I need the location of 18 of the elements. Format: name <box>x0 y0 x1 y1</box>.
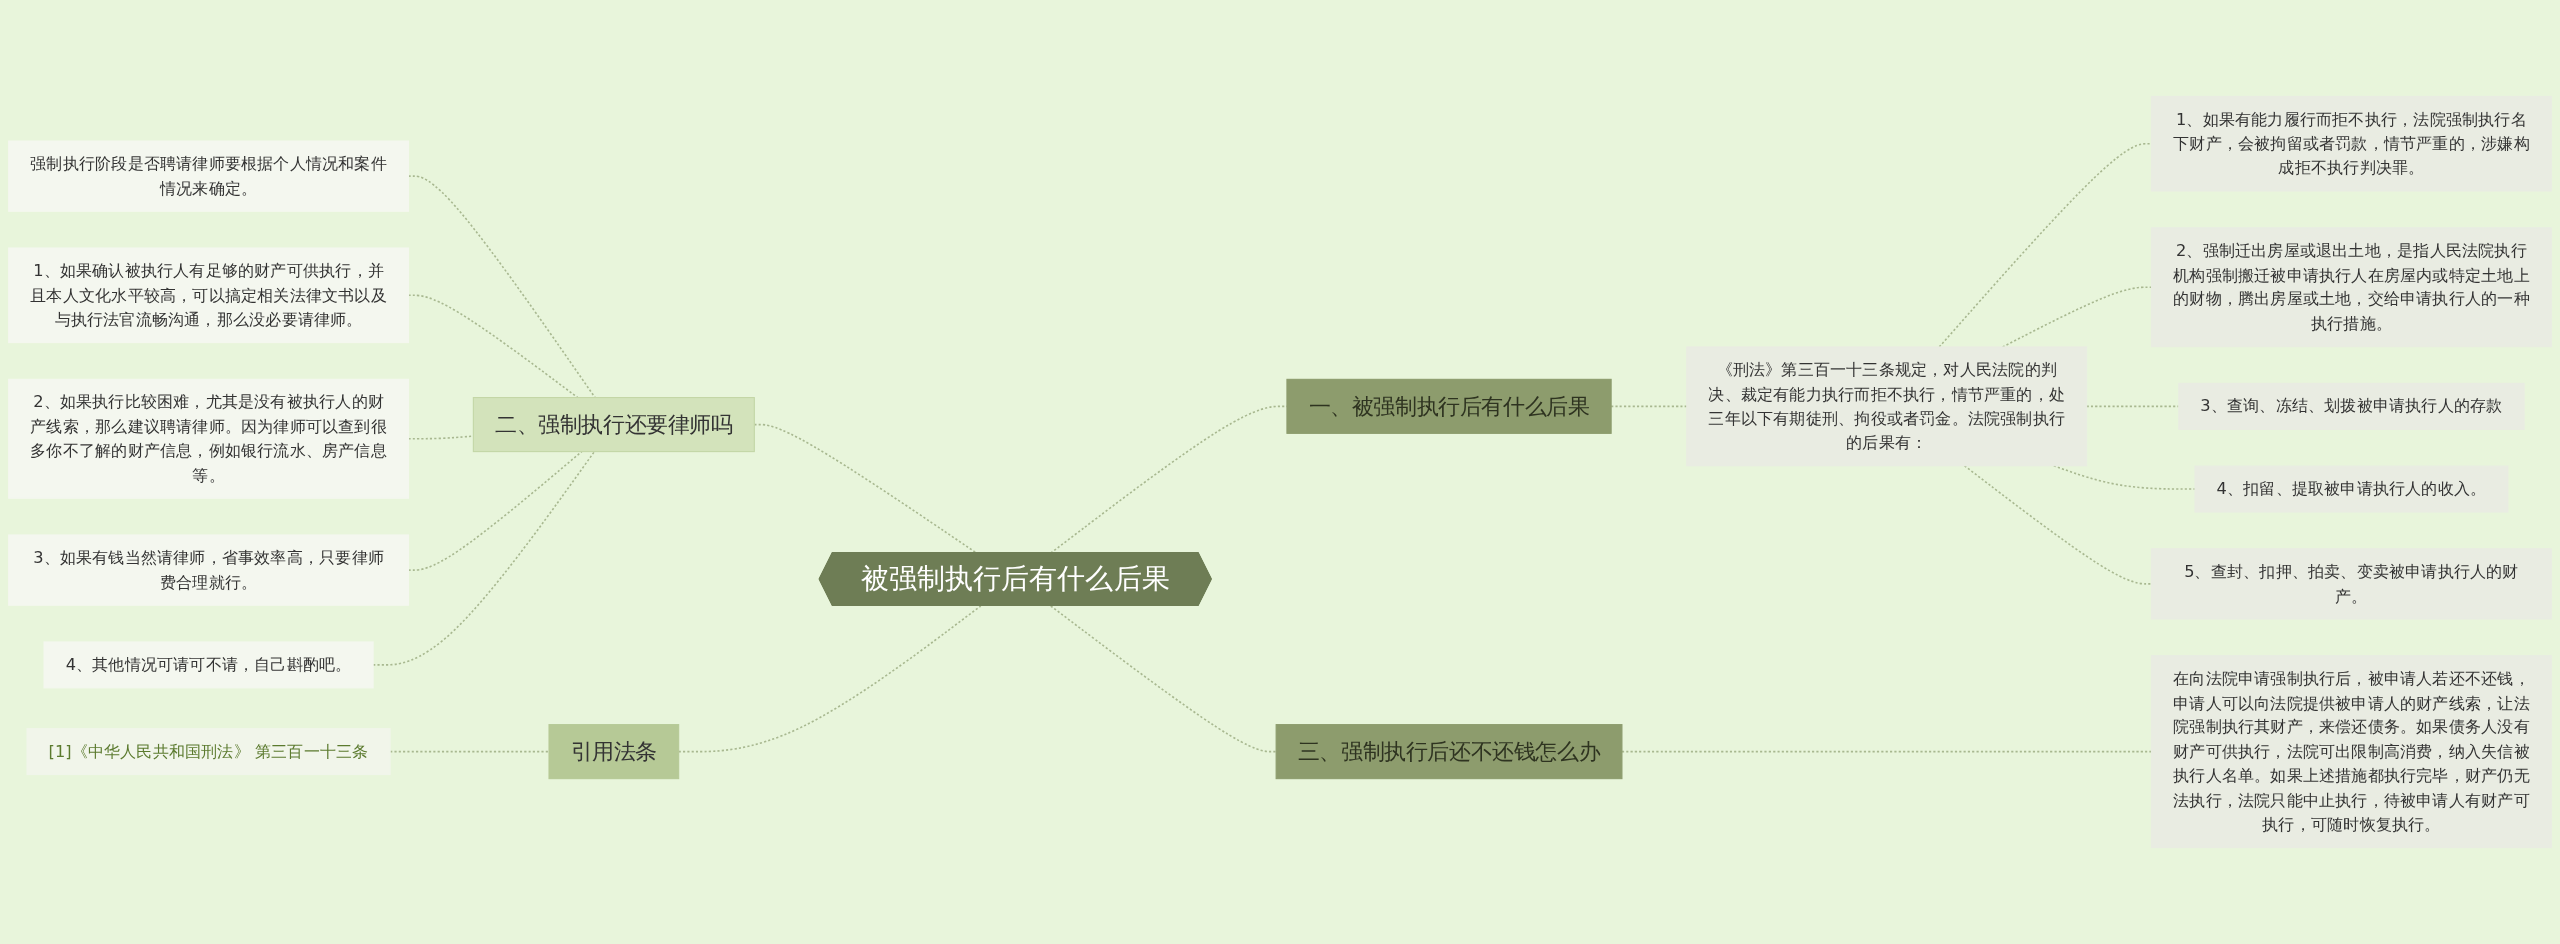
node-box: 4、扣留、提取被申请执行人的收入。 <box>2194 465 2509 513</box>
node-box: 5、查封、扣押、拍卖、变卖被申请执行人的财产。 <box>2150 548 2552 620</box>
node-box: 2、如果执行比较困难，尤其是没有被执行人的财产线索，那么建议聘请律师。因为律师可以查到很多你不了解的财产信息，例如银行流水、房产信息等。 <box>8 378 410 499</box>
node-box: 三、强制执行后还不还钱怎么办 <box>1275 724 1623 780</box>
node-box: 3、查询、冻结、划拨被申请执行人的存款 <box>2178 382 2525 430</box>
node-box: 一、被强制执行后有什么后果 <box>1286 378 1612 434</box>
node-box: [1]《中华人民共和国刑法》 第三百一十三条 <box>26 728 391 776</box>
node-box: 在向法院申请强制执行后，被申请人若还不还钱，申请人可以向法院提供被申请人的财产线索，让法院强制执行其财产，来偿还债务。如果债务人没有财产可供执行，法院可出限制高消费，纳入失信被执行人名单。如果上述措施都执行完毕，财产仍无法执行，法院只能中止执行，待被申请人有财产可执行，可随时恢复执行。 <box>2150 655 2552 849</box>
node-box: 强制执行阶段是否聘请律师要根据个人情况和案件情况来确定。 <box>8 140 410 212</box>
node-box: 《刑法》第三百一十三条规定，对人民法院的判决、裁定有能力执行而拒不执行，情节严重的，处三年以下有期徒刑、拘役或者罚金。法院强制执行的后果有： <box>1686 346 2088 467</box>
node-box: 3、如果有钱当然请律师，省事效率高，只要律师费合理就行。 <box>8 534 410 606</box>
node-box: 引用法条 <box>548 724 680 780</box>
node-box: 1、如果有能力履行而拒不执行，法院强制执行名下财产，会被拘留或者罚款，情节严重的，涉嫌构成拒不执行判决罪。 <box>2150 95 2552 192</box>
node-box: 1、如果确认被执行人有足够的财产可供执行，并且本人文化水平较高，可以搞定相关法律文书以及与执行法官流畅沟通，那么没必要请律师。 <box>8 247 410 344</box>
connector <box>1050 605 1277 753</box>
node-box: 2、强制迁出房屋或退出土地，是指人民法院执行机构强制搬迁被申请执行人在房屋内或特定土地上的财物，腾出房屋或土地，交给申请执行人的一种执行措施。 <box>2150 227 2552 348</box>
node-box: 4、其他情况可请可不请，自己斟酌吧。 <box>43 641 374 689</box>
node-box: 二、强制执行还要律师吗 <box>472 397 755 453</box>
